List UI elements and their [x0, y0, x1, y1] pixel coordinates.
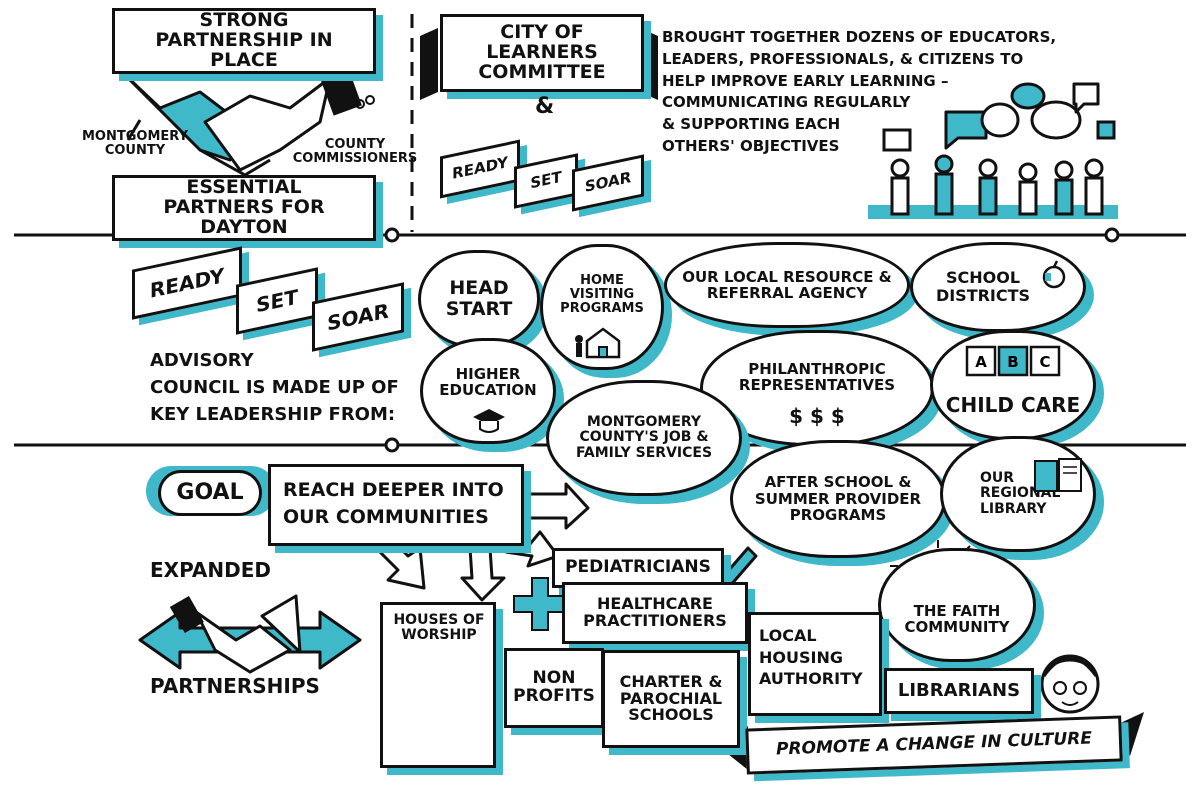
committee-connector: & [535, 94, 555, 119]
committee-ribbon [420, 28, 658, 100]
housing-authority-label: Local Housing Authority [759, 626, 863, 689]
non-profits-box: Non Profits [504, 648, 604, 728]
houses-of-worship-box: Houses of Worship [380, 602, 496, 768]
advisory-line: key leadership from: [150, 403, 396, 425]
plus-icon [513, 577, 567, 631]
cloud-philanthropic: Philanthropic Representatives $ $ $ [700, 330, 934, 446]
healthcare-label: Healthcare Practitioners [583, 594, 727, 630]
philanthropic-label: Philanthropic Representatives [738, 359, 896, 394]
svg-text:A: A [975, 353, 987, 371]
apple-icon [1042, 260, 1066, 289]
advisory-text: Advisory council is made up of key leade… [150, 350, 399, 425]
committee-box: City of Learners Committee [440, 14, 644, 92]
committee-ready-label: Ready [452, 153, 508, 184]
culture-banner-label: Promote a change in culture [775, 728, 1093, 760]
cloud-head-start: Head Start [418, 250, 540, 348]
advisory-line: council is made up of [150, 376, 399, 398]
advisory-ready-label: Ready [149, 262, 225, 303]
essential-partners-label: Essential Partners for Dayton [163, 176, 325, 238]
cloud-faith-community: The Faith Community [878, 548, 1036, 662]
description-line: & supporting each [662, 115, 841, 133]
housing-authority-box: Local Housing Authority [748, 612, 882, 716]
charter-schools-box: Charter & Parochial Schools [602, 650, 740, 748]
advisory-set-label: Set [256, 284, 298, 317]
advisory-line: Advisory [150, 350, 254, 371]
healthcare-box: Healthcare Practitioners [562, 582, 748, 644]
banner-ribbon [718, 712, 1144, 770]
svg-text:C: C [1039, 353, 1050, 371]
description-line: help improve early learning – [662, 71, 949, 90]
cloud-regional-library: Our Regional Library [940, 436, 1096, 552]
montgomery-jfs-label: Montgomery County's Job & Family Service… [575, 413, 713, 461]
committee-soar-label: Soar [584, 168, 632, 197]
dollars-label: $ $ $ [789, 404, 845, 428]
goal-statement-box: Reach deeper into our communities [268, 464, 524, 546]
after-school-label: After school & summer provider programs [754, 473, 922, 525]
goal-label: Goal [176, 480, 244, 506]
home-visiting-label: Home Visiting Programs [560, 272, 644, 317]
head-start-label: Head Start [445, 277, 513, 320]
house-icon [575, 327, 621, 359]
description-line: leaders, professionals, & citizens to [662, 49, 1024, 68]
svg-text:B: B [1007, 353, 1018, 371]
charter-schools-label: Charter & Parochial Schools [619, 671, 723, 725]
pediatricians-label: Pediatricians [565, 557, 711, 578]
description-line: communicating regularly [662, 93, 911, 112]
people-icon [868, 154, 1118, 219]
cloud-home-visiting: Home Visiting Programs [540, 244, 664, 370]
goal-pill: Goal [158, 470, 262, 516]
books-icon [1034, 458, 1082, 492]
expanded-label: Expanded [150, 558, 271, 582]
cloud-montgomery-jfs: Montgomery County's Job & Family Service… [546, 380, 742, 496]
strong-partnership-box: Strong Partnership in Place [112, 8, 376, 74]
graduation-cap-icon [473, 409, 505, 433]
librarian-face-icon [1040, 654, 1100, 714]
description-line: Brought together dozens of educators, [662, 28, 1057, 46]
essential-partners-box: Essential Partners for Dayton [112, 175, 376, 241]
faith-community-label: The Faith Community [904, 601, 1010, 636]
cloud-higher-education: Higher Education [420, 338, 556, 444]
cloud-after-school: After school & summer provider programs [730, 440, 946, 558]
strong-partnership-label: Strong Partnership in Place [155, 9, 333, 71]
description-line: others' objectives [662, 136, 840, 155]
higher-education-label: Higher Education [439, 364, 537, 399]
cloud-resource-agency: Our local resource & referral agency [664, 242, 910, 328]
abc-blocks-icon: A B C [965, 345, 1061, 377]
school-districts-label: School Districts [935, 268, 1031, 305]
county-commissioners-label: County Commissioners [292, 137, 418, 166]
librarians-label: Librarians [897, 679, 1021, 701]
resource-agency-label: Our local resource & referral agency [682, 267, 892, 302]
montgomery-county-label: Montgomery County [82, 129, 188, 158]
goal-statement: Reach deeper into our communities [283, 479, 504, 528]
committee-description: Brought together dozens of educators, le… [662, 28, 1092, 155]
double-arrow-icon [138, 594, 362, 674]
committee-title: City of Learners Committee [478, 21, 606, 83]
librarians-box: Librarians [884, 668, 1034, 714]
child-care-label: Child Care [945, 393, 1081, 417]
cloud-school-districts: School Districts [910, 242, 1086, 332]
goal-arrows [378, 482, 590, 602]
handshake-icon [118, 67, 375, 177]
committee-set-label: Set [530, 167, 562, 193]
non-profits-label: Non Profits [513, 668, 595, 706]
advisory-soar-label: Soar [327, 297, 389, 336]
cloud-child-care: A B C Child Care [930, 330, 1096, 440]
partnerships-label: Partnerships [150, 674, 320, 698]
houses-of-worship-label: Houses of Worship [393, 612, 485, 643]
speech-bubble-icon [882, 82, 1116, 152]
